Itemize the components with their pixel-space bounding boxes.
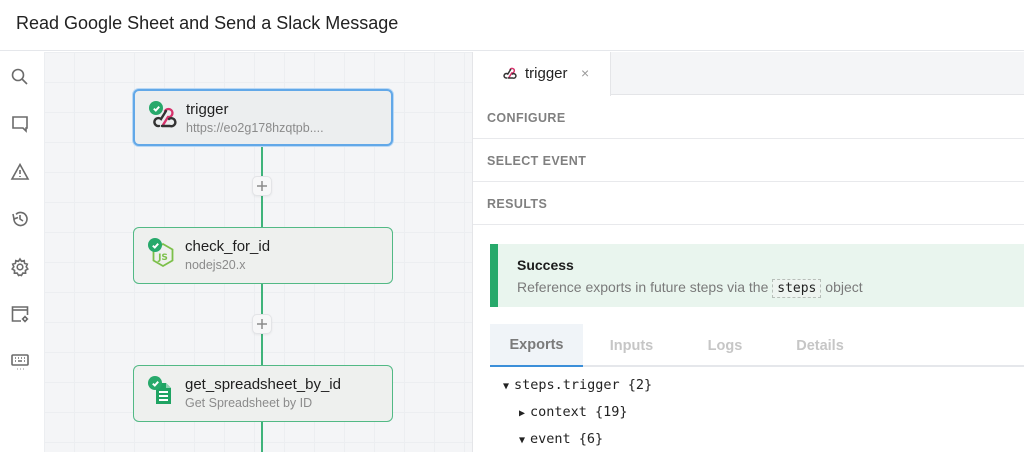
connector-line <box>261 146 263 452</box>
node-name: trigger <box>186 101 229 118</box>
comment-icon[interactable] <box>8 112 32 136</box>
section-label: RESULTS <box>487 197 548 211</box>
node-subtitle: Get Spreadsheet by ID <box>185 396 313 410</box>
tree-node-event[interactable]: ▼ event {6} <box>519 431 603 447</box>
expand-arrow-icon[interactable]: ▼ <box>519 435 526 446</box>
tab-logs[interactable]: Logs <box>707 337 743 354</box>
results-tabs: Exports Inputs Logs Details <box>490 324 1024 367</box>
google-sheets-icon <box>156 383 171 404</box>
workflow-node-get-spreadsheet-by-id[interactable]: get_spreadsheet_by_id Get Spreadsheet by… <box>133 365 393 422</box>
success-check-icon <box>148 238 162 252</box>
alert-text: Reference exports in future steps via th… <box>517 279 863 298</box>
workflow-title: Read Google Sheet and Send a Slack Messa… <box>16 13 399 33</box>
tree-node-steps-trigger[interactable]: ▼ steps.trigger {2} <box>503 377 652 393</box>
add-step-button[interactable] <box>252 314 272 334</box>
success-check-icon <box>148 376 162 390</box>
window-settings-icon[interactable] <box>8 302 32 326</box>
collapse-arrow-icon[interactable]: ▶ <box>519 408 526 419</box>
close-icon[interactable]: × <box>581 65 590 81</box>
expand-arrow-icon[interactable]: ▼ <box>503 381 510 392</box>
tree-label: steps.trigger {2} <box>514 377 653 393</box>
alert-title: Success <box>517 257 574 273</box>
section-label: SELECT EVENT <box>487 154 587 168</box>
tab-trigger[interactable]: trigger × <box>473 52 611 96</box>
title-bar: Read Google Sheet and Send a Slack Messa… <box>0 0 1024 51</box>
steps-code: steps <box>772 279 822 298</box>
node-name: check_for_id <box>185 238 271 255</box>
section-configure[interactable]: CONFIGURE <box>473 96 1024 139</box>
alert-text-before: Reference exports in future steps via th… <box>517 279 769 295</box>
workflow-canvas[interactable]: trigger https://eo2g178hzqtpb.... JS che… <box>44 52 472 452</box>
keyboard-icon[interactable] <box>8 350 32 374</box>
webhook-icon <box>503 67 517 79</box>
tab-label: trigger <box>525 65 568 82</box>
section-select-event[interactable]: SELECT EVENT <box>473 139 1024 182</box>
step-inspector-panel: trigger × CONFIGURE SELECT EVENT RESULTS… <box>472 52 1024 452</box>
search-icon[interactable] <box>8 65 32 89</box>
tree-node-context[interactable]: ▶ context {19} <box>519 404 628 420</box>
alert-text-after: object <box>825 279 863 295</box>
node-name: get_spreadsheet_by_id <box>185 376 341 393</box>
add-step-button[interactable] <box>252 176 272 196</box>
workflow-node-check-for-id[interactable]: JS check_for_id nodejs20.x <box>133 227 393 284</box>
tab-inputs[interactable]: Inputs <box>609 337 654 354</box>
warning-icon[interactable] <box>8 160 32 184</box>
success-alert: Success Reference exports in future step… <box>490 244 1024 307</box>
section-label: CONFIGURE <box>487 111 566 125</box>
workflow-node-trigger[interactable]: trigger https://eo2g178hzqtpb.... <box>133 89 393 146</box>
node-subtitle: nodejs20.x <box>185 258 246 272</box>
left-sidebar <box>0 52 44 452</box>
svg-text:JS: JS <box>157 253 168 263</box>
section-results[interactable]: RESULTS <box>473 182 1024 225</box>
history-icon[interactable] <box>8 207 32 231</box>
node-subtitle: https://eo2g178hzqtpb.... <box>186 121 324 135</box>
tab-details[interactable]: Details <box>796 337 844 354</box>
success-check-icon <box>149 101 163 115</box>
gear-icon[interactable] <box>8 255 32 279</box>
webhook-icon <box>153 107 177 128</box>
tree-label: context {19} <box>530 404 628 420</box>
tab-exports[interactable]: Exports <box>490 324 583 367</box>
tree-label: event {6} <box>530 431 604 447</box>
